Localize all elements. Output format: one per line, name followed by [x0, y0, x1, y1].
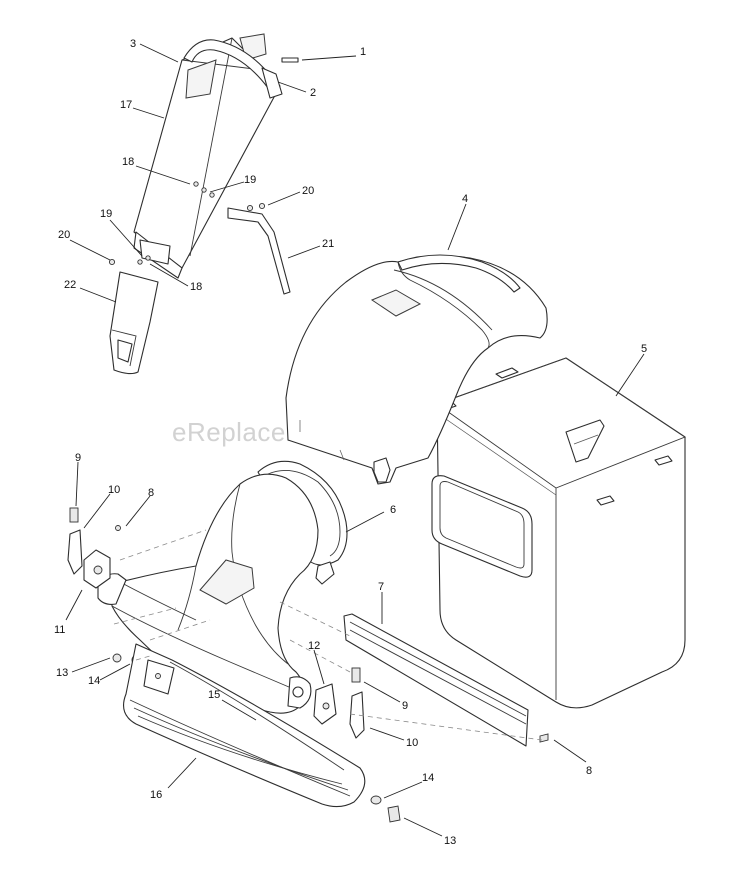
part-22-lower-deflector	[109, 271, 159, 375]
alignment-lines	[113, 529, 543, 741]
callout-21: 21	[322, 238, 334, 250]
callout-3: 3	[130, 38, 136, 50]
part-1-pin	[281, 57, 299, 63]
callout-7: 7	[378, 581, 384, 593]
callout-16: 16	[150, 789, 162, 801]
callout-20-right: 20	[302, 185, 314, 197]
callout-13-left: 13	[56, 667, 68, 679]
callout-19-top: 19	[244, 174, 256, 186]
callout-11: 11	[54, 624, 65, 636]
callout-15: 15	[208, 689, 220, 701]
callout-20-left: 20	[58, 229, 70, 241]
part-21-bracket	[227, 207, 291, 295]
callout-9-right: 9	[402, 700, 408, 712]
callout-19-lower: 19	[100, 208, 112, 220]
part-7-scraper-strip	[343, 613, 529, 747]
callout-14-left: 14	[88, 675, 100, 687]
callout-10-right: 10	[406, 737, 418, 749]
part-6-main-housing	[97, 460, 348, 714]
leader-lines	[65, 43, 645, 837]
callout-13-right: 13	[444, 835, 456, 847]
callout-9-left: 9	[75, 452, 81, 464]
callout-1: 1	[360, 46, 366, 58]
callout-17: 17	[120, 99, 132, 111]
callout-8-right: 8	[586, 765, 592, 777]
callout-22: 22	[64, 279, 76, 291]
callout-5: 5	[641, 343, 647, 355]
part-16-bottom-nozzle	[123, 643, 366, 808]
callout-12: 12	[308, 640, 320, 652]
part-4-top-cover	[285, 254, 548, 485]
callout-labels: 1 2 3 17 18 19 20 21 19 20 18 22 4 5 6 9…	[54, 38, 647, 847]
callout-2: 2	[310, 87, 316, 99]
callout-8-left: 8	[148, 487, 154, 499]
callout-4: 4	[462, 193, 468, 205]
callout-10-left: 10	[108, 484, 120, 496]
callout-6: 6	[390, 504, 396, 516]
part-17-chute-tube	[133, 33, 281, 279]
callout-18-lower: 18	[190, 281, 202, 293]
part-2-handle-grip	[261, 67, 283, 99]
part-5-collection-bag	[431, 357, 686, 709]
callout-18-top: 18	[122, 156, 134, 168]
callout-14-right: 14	[422, 772, 434, 784]
